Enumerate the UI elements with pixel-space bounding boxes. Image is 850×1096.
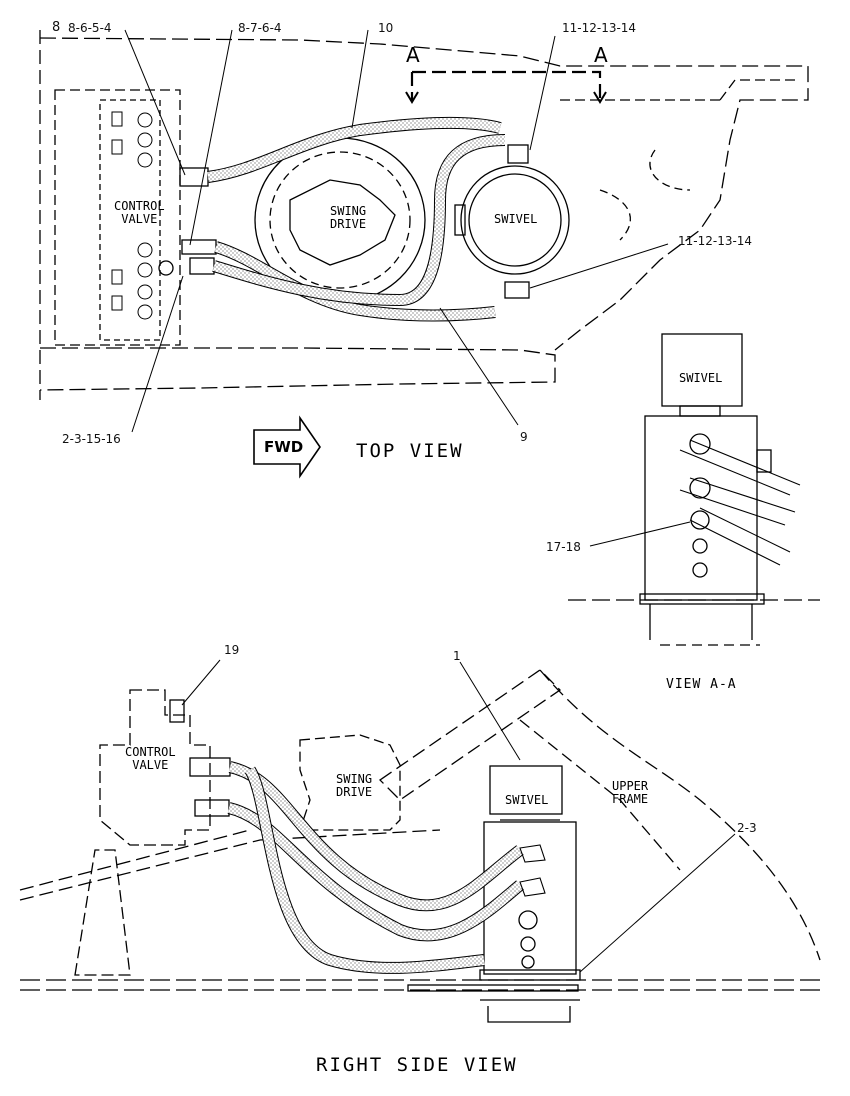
swivel-section-label: SWIVEL xyxy=(679,371,723,385)
callout-11-12-13-14-top: 11-12-13-14 xyxy=(562,21,637,35)
section-view xyxy=(568,333,820,646)
top-view-caption: TOP VIEW xyxy=(356,440,464,462)
fwd-arrow-icon xyxy=(253,415,321,479)
section-mark-a-right: A xyxy=(594,43,608,67)
section-mark-a-left: A xyxy=(406,43,420,67)
callout-2-3-15-16: 2-3-15-16 xyxy=(62,432,121,446)
callout-10: 10 xyxy=(378,21,394,35)
callout-19: 19 xyxy=(224,643,240,657)
callout-2-3: 2-3 xyxy=(737,821,757,835)
right-side-view xyxy=(19,659,821,1023)
callout-8: 8 xyxy=(52,20,61,35)
callout-8-6-5-4: 8-6-5-4 xyxy=(68,21,112,35)
fwd-badge: FWD xyxy=(264,438,304,456)
callout-8-7-6-4: 8-7-6-4 xyxy=(238,21,282,35)
upper-frame-side-label: UPPER FRAME xyxy=(612,779,649,806)
control-valve-top-label: CONTROL VALVE xyxy=(114,199,165,226)
top-view xyxy=(39,29,809,479)
right-side-view-caption: RIGHT SIDE VIEW xyxy=(316,1054,518,1076)
callout-17-18: 17-18 xyxy=(546,540,581,554)
callout-1: 1 xyxy=(453,649,461,663)
callout-11-12-13-14-mid: 11-12-13-14 xyxy=(678,234,753,248)
swivel-top-label: SWIVEL xyxy=(494,212,538,226)
callout-9: 9 xyxy=(520,430,528,444)
swing-drive-side-label: SWING DRIVE xyxy=(336,772,373,799)
swivel-side-label: SWIVEL xyxy=(505,793,549,807)
section-view-caption: VIEW A-A xyxy=(666,677,737,692)
swing-drive-top-label: SWING DRIVE xyxy=(330,204,367,231)
control-valve-side-label: CONTROL VALVE xyxy=(125,745,176,772)
